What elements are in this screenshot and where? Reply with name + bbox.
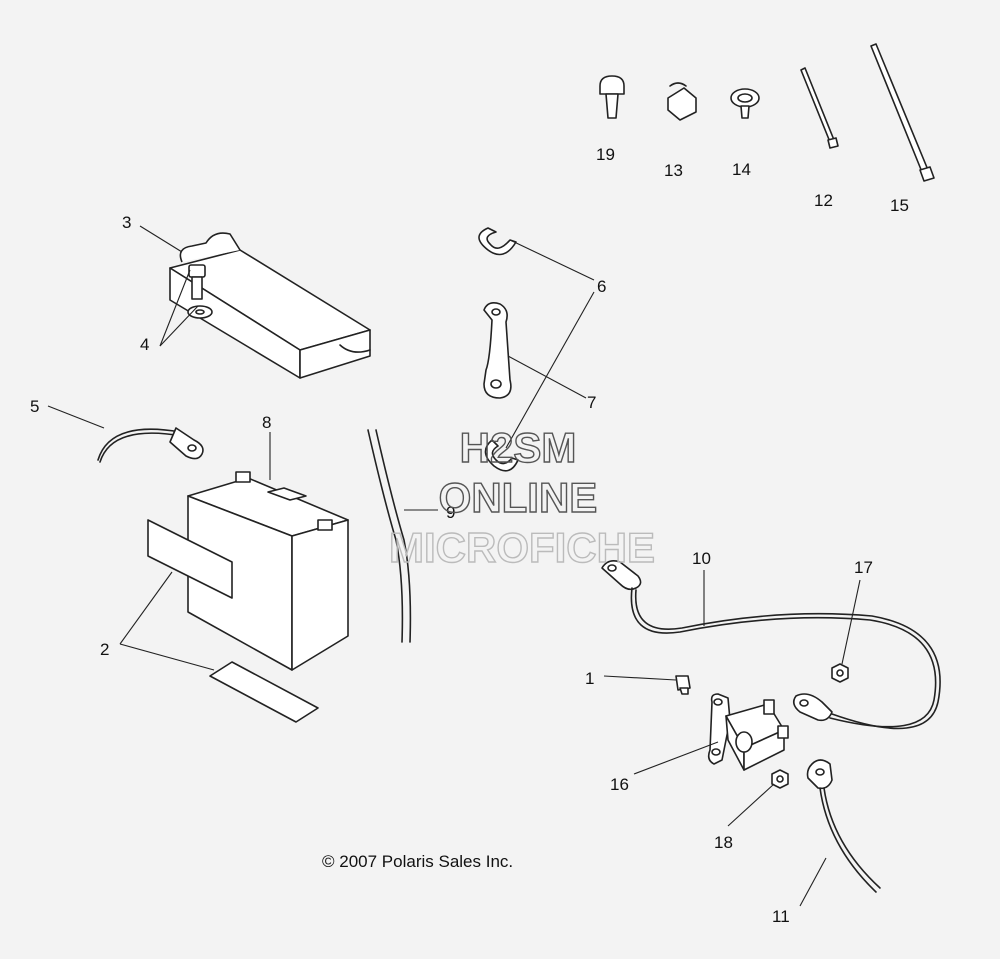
terminal-nut-18 [771,769,789,789]
push-rivet [599,75,625,119]
callout-3: 3 [122,213,131,232]
ground-cable [806,759,881,893]
callout-11: 11 [772,907,790,926]
terminal-nut-17 [831,663,849,683]
cable-tie-short [800,67,839,149]
battery-cable-negative [97,427,204,463]
watermark: H2SM ONLINE MICROFICHE [388,423,655,571]
callout-4: 4 [140,335,149,354]
strap-link [483,302,512,399]
callout-17: 17 [854,558,873,577]
copyright-notice: © 2007 Polaris Sales Inc. [322,852,513,871]
callout-7: 7 [587,393,596,412]
callout-5: 5 [30,397,39,416]
hose-clamp [730,88,760,119]
callout-14: 14 [732,160,751,179]
leader-lines [47,225,861,907]
callout-6: 6 [597,277,606,296]
callout-18: 18 [714,833,733,852]
callout-10: 10 [692,549,711,568]
callout-12: 12 [814,191,833,210]
strap-clips [478,227,519,472]
battery-labels [147,519,319,723]
watermark-line-1: H2SM [460,424,577,471]
callout-numbers: 1 2 3 4 5 6 7 8 9 10 11 12 13 14 15 16 1… [30,145,909,926]
battery-cable-positive [601,560,941,730]
mounting-screw [675,675,691,695]
callout-15: 15 [890,196,909,215]
callout-8: 8 [262,413,271,432]
cable-clip [667,82,697,121]
watermark-line-2: ONLINE [439,474,598,521]
callout-1: 1 [585,669,594,688]
callout-19: 19 [596,145,615,164]
callout-16: 16 [610,775,629,794]
callout-13: 13 [664,161,683,180]
callout-2: 2 [100,640,109,659]
cable-tie-long [870,43,935,182]
watermark-line-3: MICROFICHE [389,524,655,571]
battery-bolt [187,264,213,319]
starter-solenoid [707,693,789,771]
battery-strap [367,429,412,643]
battery [187,471,349,671]
callout-9: 9 [446,503,455,522]
